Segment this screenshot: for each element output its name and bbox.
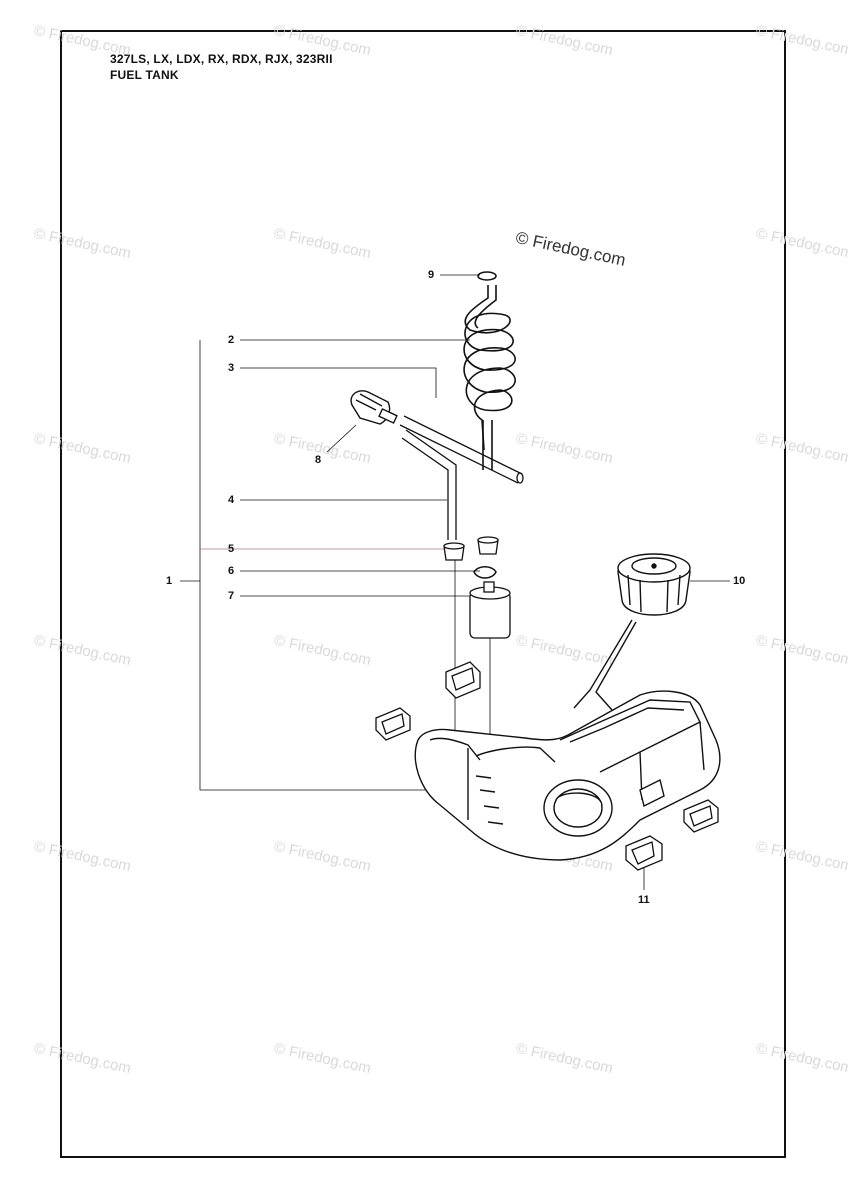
callout-8: 8 <box>315 454 322 466</box>
model-list-title: 327LS, LX, LDX, RX, RDX, RJX, 323RII <box>110 52 333 66</box>
callout-9: 9 <box>428 269 435 281</box>
callout-4: 4 <box>228 494 235 506</box>
fuel-hose-coil <box>463 285 516 470</box>
fuel-cap <box>573 553 691 711</box>
drawing-frame <box>60 30 786 1158</box>
callout-2: 2 <box>228 334 235 346</box>
primer-bulb <box>350 390 398 425</box>
fuel-filter <box>469 581 511 639</box>
return-hose <box>399 415 524 540</box>
leader-lines <box>180 274 730 890</box>
callout-10: 10 <box>733 575 746 587</box>
callout-3: 3 <box>228 362 235 374</box>
callout-11: 11 <box>638 894 650 906</box>
fuel-tank-body <box>414 690 721 861</box>
section-title: FUEL TANK <box>110 68 179 82</box>
grommet <box>443 536 499 561</box>
hose-clip <box>473 566 497 579</box>
callout-6: 6 <box>228 565 235 577</box>
callout-5: 5 <box>228 543 235 555</box>
rubber-pad <box>375 661 719 871</box>
callout-7: 7 <box>228 590 235 602</box>
hose-ring <box>477 271 497 281</box>
callout-1: 1 <box>166 575 173 587</box>
